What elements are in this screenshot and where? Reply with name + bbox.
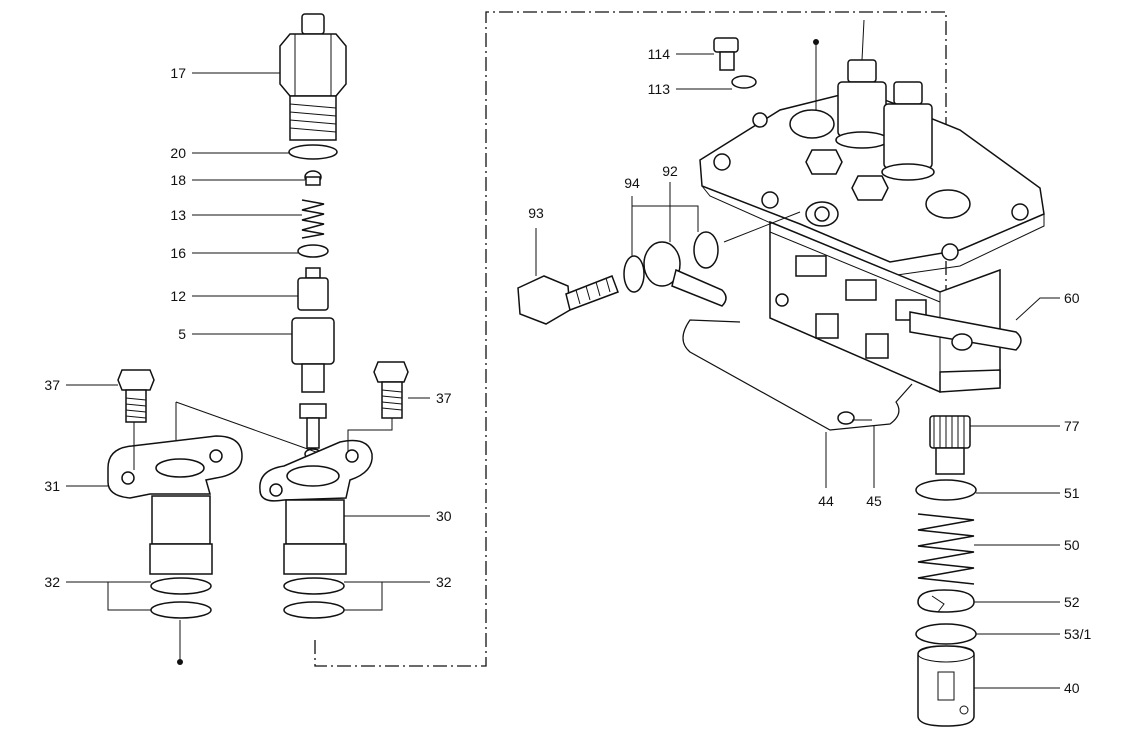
callout-13: 13 [170,207,186,223]
o-ring-32-left-upper [150,577,212,595]
center-marker-top [813,39,819,45]
tappet-40 [917,645,975,727]
washer-113 [731,75,757,89]
callout-5: 5 [178,326,186,342]
delivery-valve-holder-30 [259,439,373,575]
control-sleeve-77 [929,415,971,475]
callout-94: 94 [624,175,640,191]
injection-pump-housing [699,59,1045,393]
shim-53-1 [915,623,977,645]
leader-lines [66,53,1060,689]
delivery-valve-holder-31 [107,435,243,575]
screw-114 [713,37,739,71]
plunger-5 [291,317,335,460]
callout-32-left: 32 [44,574,60,590]
callout-20: 20 [170,145,186,161]
injector-nozzle-17 [279,13,347,141]
callout-44: 44 [818,493,834,509]
callout-17: 17 [170,65,186,81]
callout-53-1: 53/1 [1064,626,1091,642]
callout-37-left: 37 [44,377,60,393]
callout-77: 77 [1064,418,1080,434]
plunger-head-12 [297,267,329,311]
spring-seat-51 [915,479,977,501]
callout-32-right: 32 [436,574,452,590]
valve-18 [304,170,322,186]
flange-bolt-37-right [373,361,409,419]
o-ring-32-right-upper [283,577,345,595]
lower-spring-seat-52 [917,589,975,613]
callout-60: 60 [1064,290,1080,306]
plunger-spring-50 [917,513,975,585]
sealing-washer-94-left [623,255,645,293]
assembly-boundary-line [314,11,947,667]
callout-30: 30 [436,508,452,524]
callout-45: 45 [866,493,882,509]
copper-washer-20 [288,144,338,160]
callout-16: 16 [170,245,186,261]
o-ring-32-left-lower [150,601,212,619]
callout-37-right: 37 [436,390,452,406]
callout-93: 93 [528,205,544,221]
banjo-bolt-93 [517,275,619,325]
callout-52: 52 [1064,594,1080,610]
callout-114: 114 [648,46,671,62]
callout-92: 92 [662,163,678,179]
callout-40: 40 [1064,680,1080,696]
bolt-45 [837,411,872,425]
spring-13 [301,199,325,239]
callout-12: 12 [170,288,186,304]
flange-bolt-37-left [117,369,155,423]
callout-113: 113 [648,81,671,97]
o-ring-32-right-lower [283,601,345,619]
sealing-washer-94-right [693,231,719,269]
banjo-fitting-92 [643,241,727,307]
callout-50: 50 [1064,537,1080,553]
center-marker-left [177,659,183,665]
shim-16 [297,244,329,258]
callout-31: 31 [44,478,60,494]
callout-18: 18 [170,172,186,188]
return-pipe-44 [682,319,913,431]
callout-51: 51 [1064,485,1080,501]
